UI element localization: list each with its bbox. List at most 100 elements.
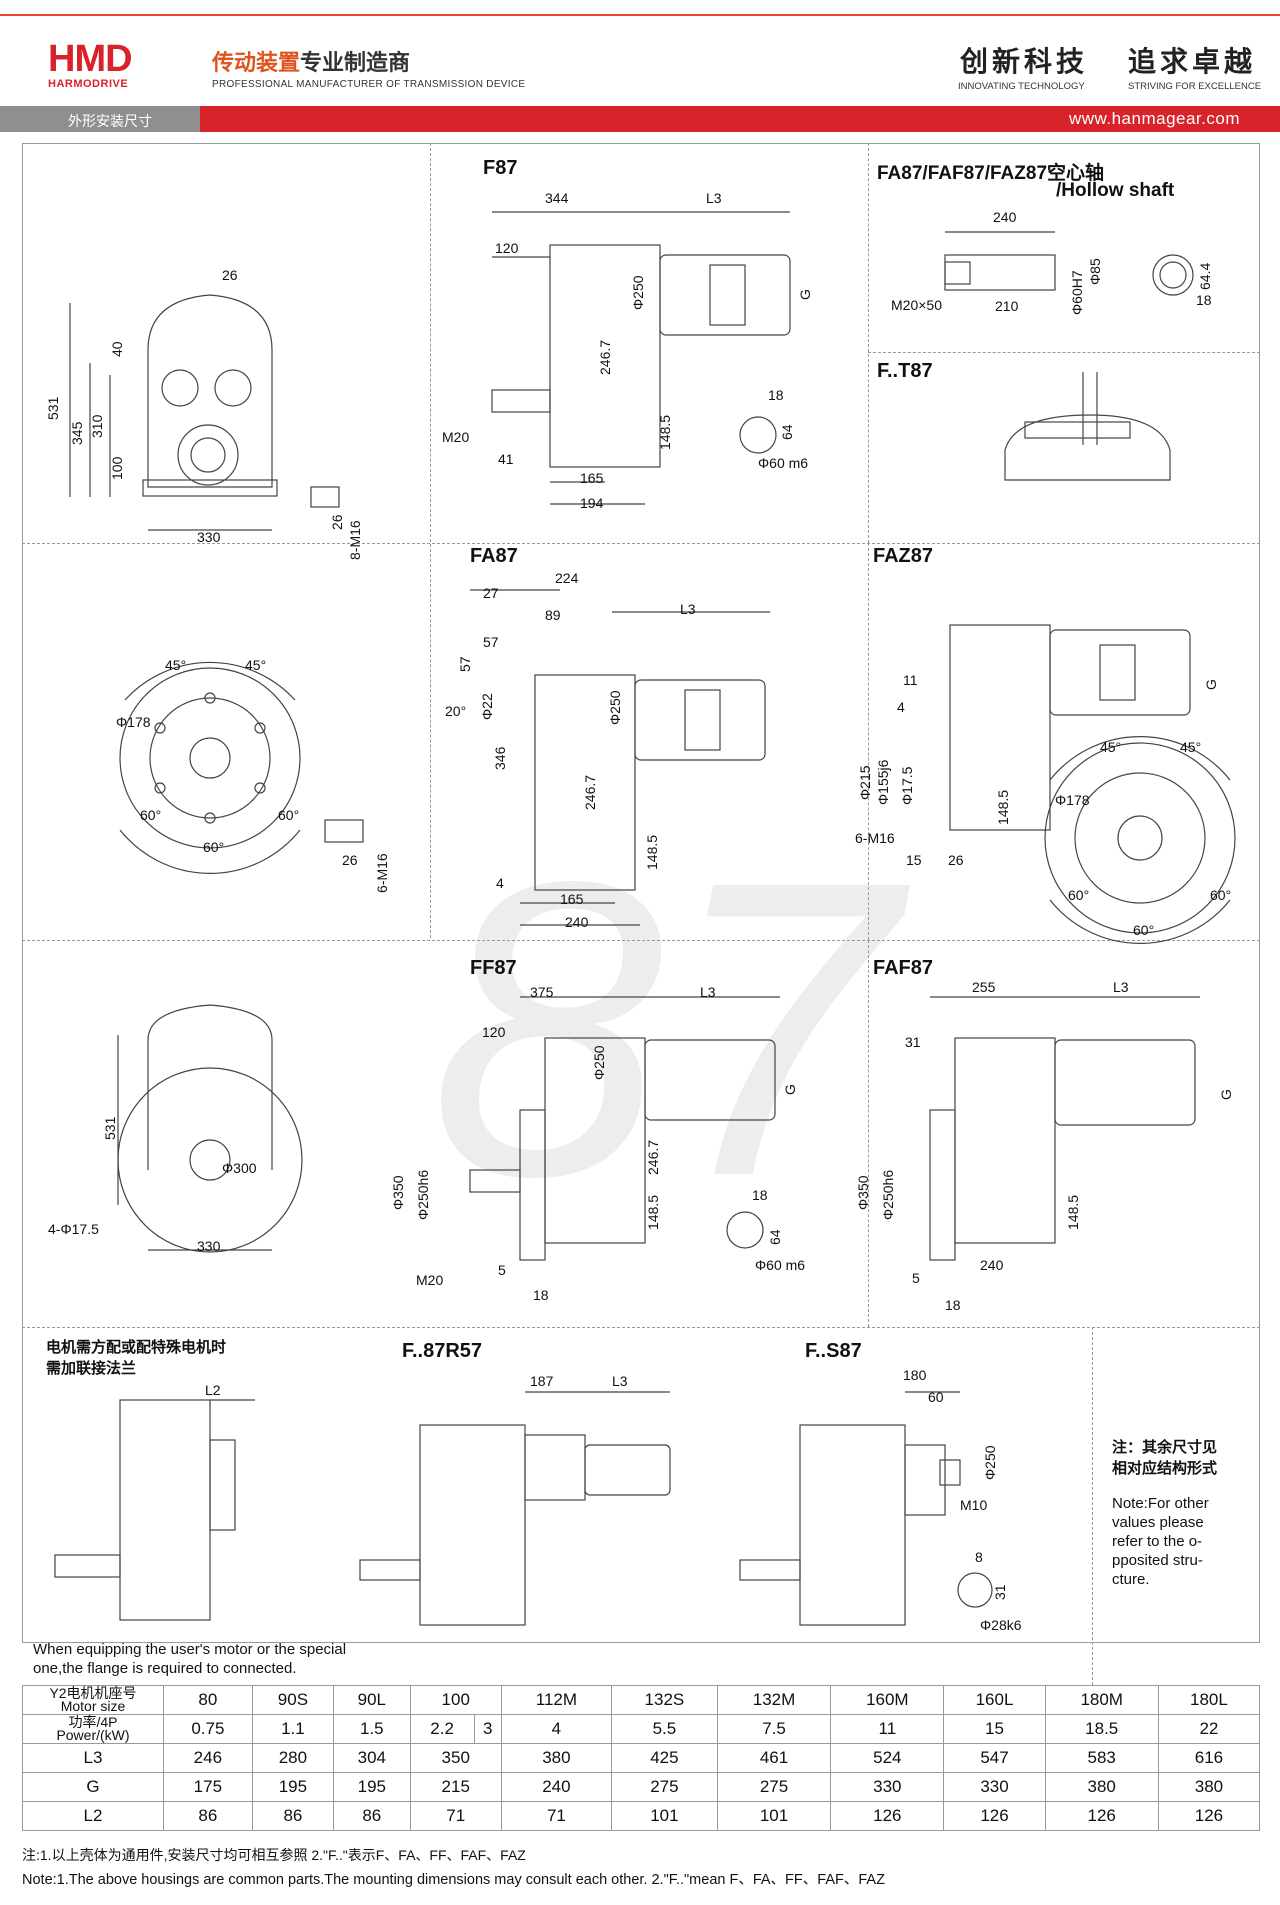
dim-label: 165 bbox=[560, 891, 584, 907]
ff87-flange bbox=[519, 1109, 546, 1261]
cell: 132S bbox=[610, 1685, 718, 1715]
dim-label: 346 bbox=[492, 746, 508, 770]
dim-label: G bbox=[1203, 679, 1219, 690]
footer-note-cn: 注:1.以上壳体为通用件,安装尺寸均可相互参照 2."F.."表示F、FA、FF… bbox=[22, 1847, 526, 1863]
row-header-power: 功率/4P Power/(kW) bbox=[22, 1714, 164, 1744]
dim-label: 45° bbox=[245, 657, 266, 673]
s87-input-shaft bbox=[939, 1459, 961, 1486]
dim-label: M20 bbox=[442, 429, 469, 445]
dim-label: 60° bbox=[1133, 922, 1154, 938]
dim-label: Φ300 bbox=[222, 1160, 257, 1176]
fa87-terminal-box bbox=[684, 689, 721, 751]
dim-label: 64 bbox=[767, 1229, 783, 1245]
cell: 80 bbox=[163, 1685, 253, 1715]
dim-label: 64.4 bbox=[1197, 263, 1213, 290]
dim-label: 148.5 bbox=[645, 1195, 661, 1230]
dim-label: 6-M16 bbox=[855, 830, 895, 846]
grid-divider bbox=[868, 352, 1260, 353]
dim-label: 60° bbox=[1068, 887, 1089, 903]
dim-label: 45° bbox=[165, 657, 186, 673]
faf87-flange bbox=[929, 1109, 956, 1261]
dim-label: 26 bbox=[222, 267, 238, 283]
faf87-housing bbox=[954, 1037, 1056, 1244]
cell: 246 bbox=[163, 1743, 253, 1773]
output-bore-outer bbox=[177, 424, 239, 486]
table-row-l2: L2 86 86 86 71 71 101 101 126 126 126 12… bbox=[22, 1801, 1261, 1831]
dim-label: Φ250 bbox=[591, 1045, 607, 1080]
cell: 90S bbox=[251, 1685, 335, 1715]
cell: 547 bbox=[943, 1743, 1046, 1773]
other-values-en-line3: refer to the o- bbox=[1112, 1533, 1203, 1550]
header-cn: Y2电机机座号 bbox=[49, 1685, 137, 1701]
row-header-l3: L3 bbox=[22, 1743, 164, 1773]
slogan-innovating: 创新科技 bbox=[960, 45, 1089, 78]
dim-label: 26 bbox=[329, 514, 345, 530]
grid-divider bbox=[22, 543, 1260, 544]
grid-divider bbox=[430, 143, 431, 938]
dim-label: M20 bbox=[416, 1272, 443, 1288]
dim-label: Φ178 bbox=[116, 714, 151, 730]
dim-label: G bbox=[782, 1084, 798, 1095]
dim-label: 6-M16 bbox=[374, 853, 390, 893]
table-row-g: G 175 195 195 215 240 275 275 330 330 38… bbox=[22, 1772, 1261, 1802]
f87-terminal-box bbox=[709, 264, 746, 326]
flange-note-en-line2: one,the flange is required to connected. bbox=[33, 1660, 297, 1677]
cell: 215 bbox=[409, 1772, 502, 1802]
dim-label: 330 bbox=[197, 529, 221, 545]
title-faz87: FAZ87 bbox=[873, 545, 934, 567]
cell: 160M bbox=[830, 1685, 945, 1715]
dim-label: Φ215 bbox=[857, 765, 873, 800]
cell: 380 bbox=[1157, 1772, 1261, 1802]
cell: 304 bbox=[333, 1743, 411, 1773]
footer-note-en: Note:1.The above housings are common par… bbox=[22, 1872, 885, 1888]
other-values-en-line2: values please bbox=[1112, 1514, 1204, 1531]
dim-label: G bbox=[1218, 1089, 1234, 1100]
cell: 126 bbox=[943, 1801, 1046, 1831]
title-fs87: F..S87 bbox=[805, 1340, 862, 1362]
housing-base bbox=[142, 479, 278, 497]
cell: 330 bbox=[830, 1772, 945, 1802]
drawing-frame bbox=[22, 143, 1260, 1643]
other-values-en-line5: cture. bbox=[1112, 1571, 1150, 1588]
dim-label: 18 bbox=[1196, 292, 1212, 308]
other-values-note-cn: 注：其余尺寸见 相对应结构形式 bbox=[1112, 1437, 1217, 1479]
dim-label: Φ178 bbox=[1055, 792, 1090, 808]
dim-label: Φ350 bbox=[855, 1175, 871, 1210]
cell: 180M bbox=[1044, 1685, 1159, 1715]
dim-label: 31 bbox=[992, 1584, 1008, 1600]
s87-key-section bbox=[957, 1572, 993, 1608]
cell: 126 bbox=[1157, 1801, 1261, 1831]
r57-output-shaft bbox=[359, 1559, 421, 1581]
dim-label: G bbox=[797, 289, 813, 300]
dim-label: Φ22 bbox=[479, 693, 495, 720]
dim-label: 26 bbox=[342, 852, 358, 868]
website-link[interactable]: www.hanmagear.com bbox=[1068, 109, 1240, 128]
r57-helical-stage bbox=[524, 1434, 586, 1501]
flange-note-cn: 电机需方配或配特殊电机时 需加联接法兰 bbox=[46, 1337, 226, 1379]
flange-note-cn-line2: 需加联接法兰 bbox=[46, 1360, 137, 1377]
dim-label: L3 bbox=[706, 190, 722, 206]
cell: 90L bbox=[333, 1685, 411, 1715]
dim-label: L2 bbox=[205, 1382, 221, 1398]
dim-label: 31 bbox=[905, 1034, 921, 1050]
title-f87: F87 bbox=[483, 157, 518, 179]
dim-label: 310 bbox=[89, 414, 105, 438]
other-values-note-en: Note:For other values please refer to th… bbox=[1112, 1494, 1209, 1589]
dim-label: 246.7 bbox=[582, 775, 598, 810]
dim-label: 210 bbox=[995, 298, 1019, 314]
dim-label: 60° bbox=[278, 807, 299, 823]
faz87-flange-face bbox=[1044, 742, 1236, 934]
cell: 275 bbox=[716, 1772, 832, 1802]
cell: 380 bbox=[1044, 1772, 1159, 1802]
slogan-innovating-en: INNOVATING TECHNOLOGY bbox=[958, 81, 1085, 92]
brand-logo: HMD bbox=[48, 38, 133, 80]
dim-label: 240 bbox=[565, 914, 589, 930]
dim-label: 345 bbox=[69, 421, 85, 445]
ft87-housing bbox=[1004, 414, 1171, 481]
dim-label: L3 bbox=[680, 601, 696, 617]
dim-label: 8 bbox=[975, 1549, 983, 1565]
cell: 524 bbox=[830, 1743, 945, 1773]
dim-label: 246.7 bbox=[645, 1140, 661, 1175]
fa87-housing bbox=[534, 674, 636, 891]
cell: 86 bbox=[333, 1801, 411, 1831]
